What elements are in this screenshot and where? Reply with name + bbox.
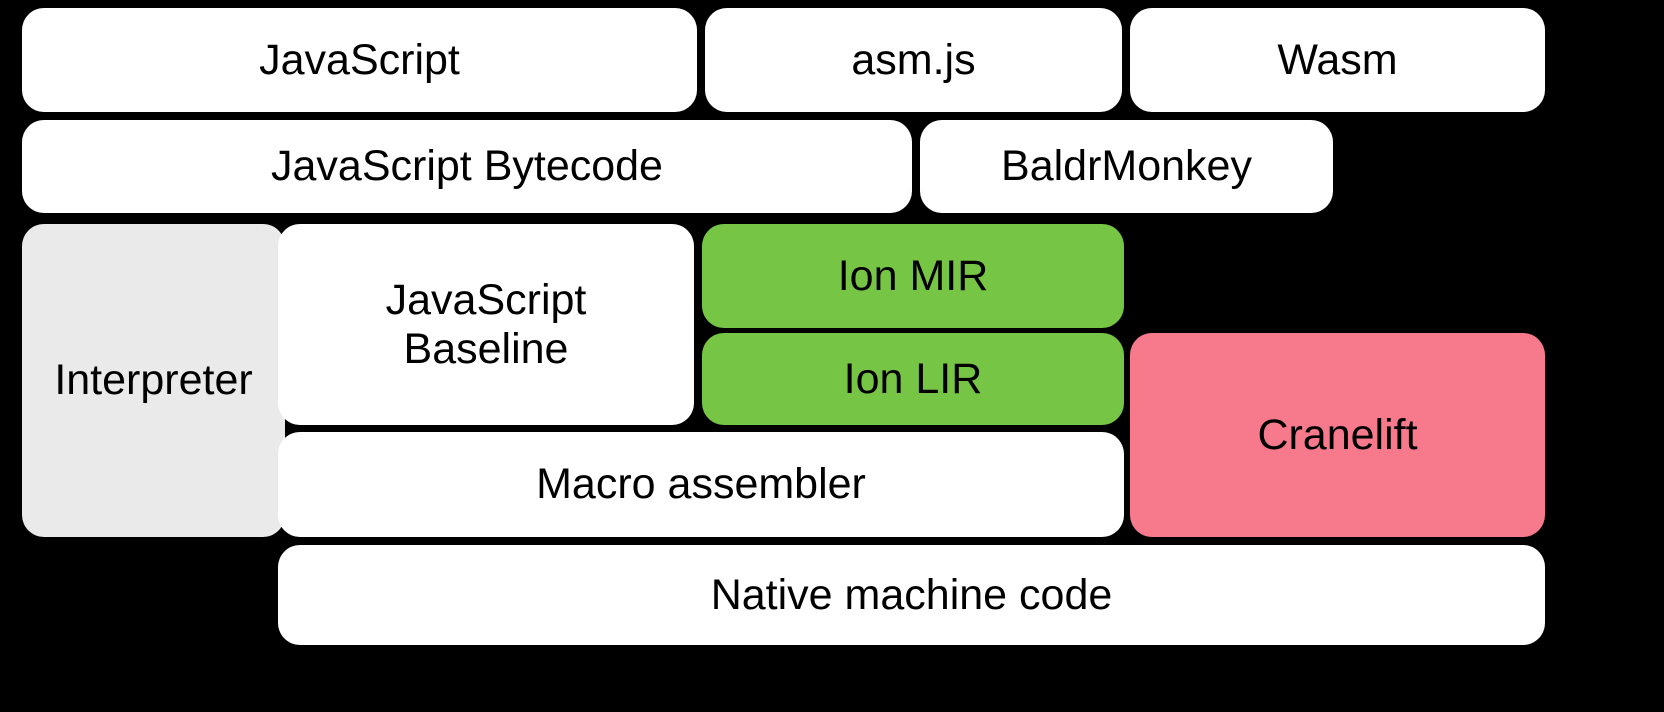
node-javascript-bytecode: JavaScript Bytecode	[22, 120, 912, 213]
node-asmjs: asm.js	[705, 8, 1122, 112]
node-baldrmonkey: BaldrMonkey	[920, 120, 1333, 213]
node-javascript-baseline: JavaScript Baseline	[278, 224, 694, 425]
node-interpreter: Interpreter	[22, 224, 285, 537]
node-cranelift: Cranelift	[1130, 333, 1545, 537]
node-ion-mir: Ion MIR	[702, 224, 1124, 328]
node-ion-lir: Ion LIR	[702, 333, 1124, 425]
node-wasm: Wasm	[1130, 8, 1545, 112]
node-native-machine-code: Native machine code	[278, 545, 1545, 645]
node-javascript: JavaScript	[22, 8, 697, 112]
node-macro-assembler: Macro assembler	[278, 432, 1124, 537]
